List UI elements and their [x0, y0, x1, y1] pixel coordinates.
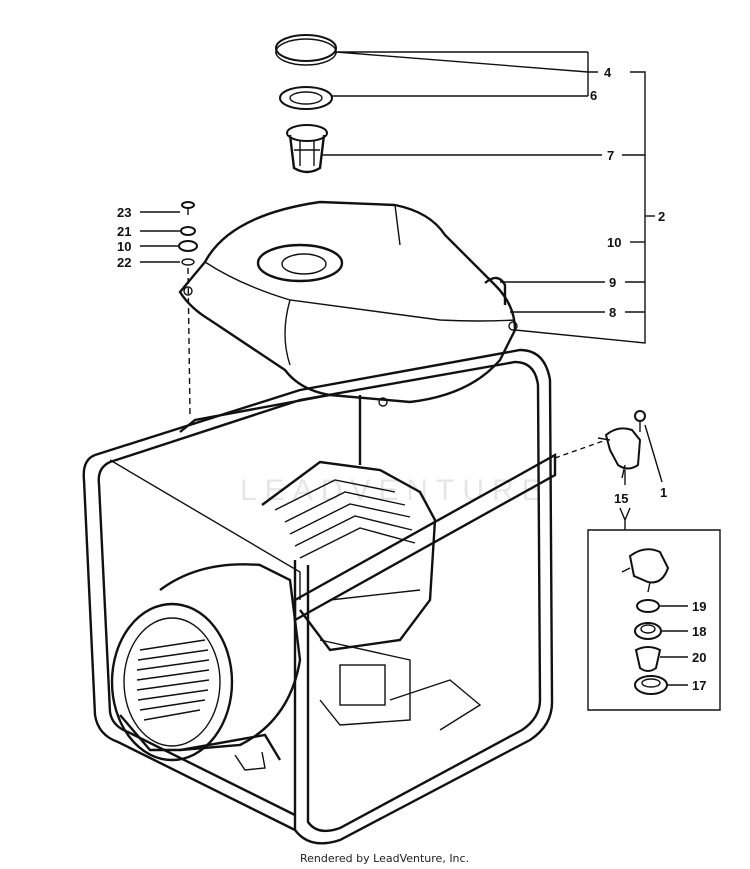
callout-20: 20: [692, 650, 706, 665]
callout-1: 1: [660, 485, 667, 500]
vent-slots: [136, 639, 210, 721]
callout-8: 8: [609, 305, 616, 320]
callout-10-left: 10: [117, 239, 131, 254]
callout-18: 18: [692, 624, 706, 639]
callout-9: 9: [609, 275, 616, 290]
callout-15: 15: [614, 491, 628, 506]
callout-10-right: 10: [607, 235, 621, 250]
alternator: [110, 563, 302, 771]
callout-2: 2: [658, 209, 665, 224]
footer-credit: Rendered by LeadVenture, Inc.: [300, 852, 469, 865]
detail-box: [587, 529, 721, 711]
callout-23: 23: [117, 205, 131, 220]
fuel-strainer: [286, 124, 328, 174]
callout-6: 6: [590, 88, 597, 103]
callout-21: 21: [117, 224, 131, 239]
callouts: 4 6 7 2 10 9 8 23 21 10 22 15 1 19 18 20…: [117, 65, 706, 693]
callout-19: 19: [692, 599, 706, 614]
fuel-valve: [554, 410, 646, 479]
fuel-cap: [275, 34, 337, 66]
cap-gasket: [279, 86, 333, 110]
callout-4: 4: [604, 65, 612, 80]
callout-7: 7: [607, 148, 614, 163]
engine: [261, 460, 482, 731]
leader-lines: [140, 51, 688, 686]
mount-hardware: [178, 201, 198, 416]
callout-17: 17: [692, 678, 706, 693]
frame: [82, 348, 557, 845]
fuel-tank: [178, 200, 518, 407]
callout-22: 22: [117, 255, 131, 270]
